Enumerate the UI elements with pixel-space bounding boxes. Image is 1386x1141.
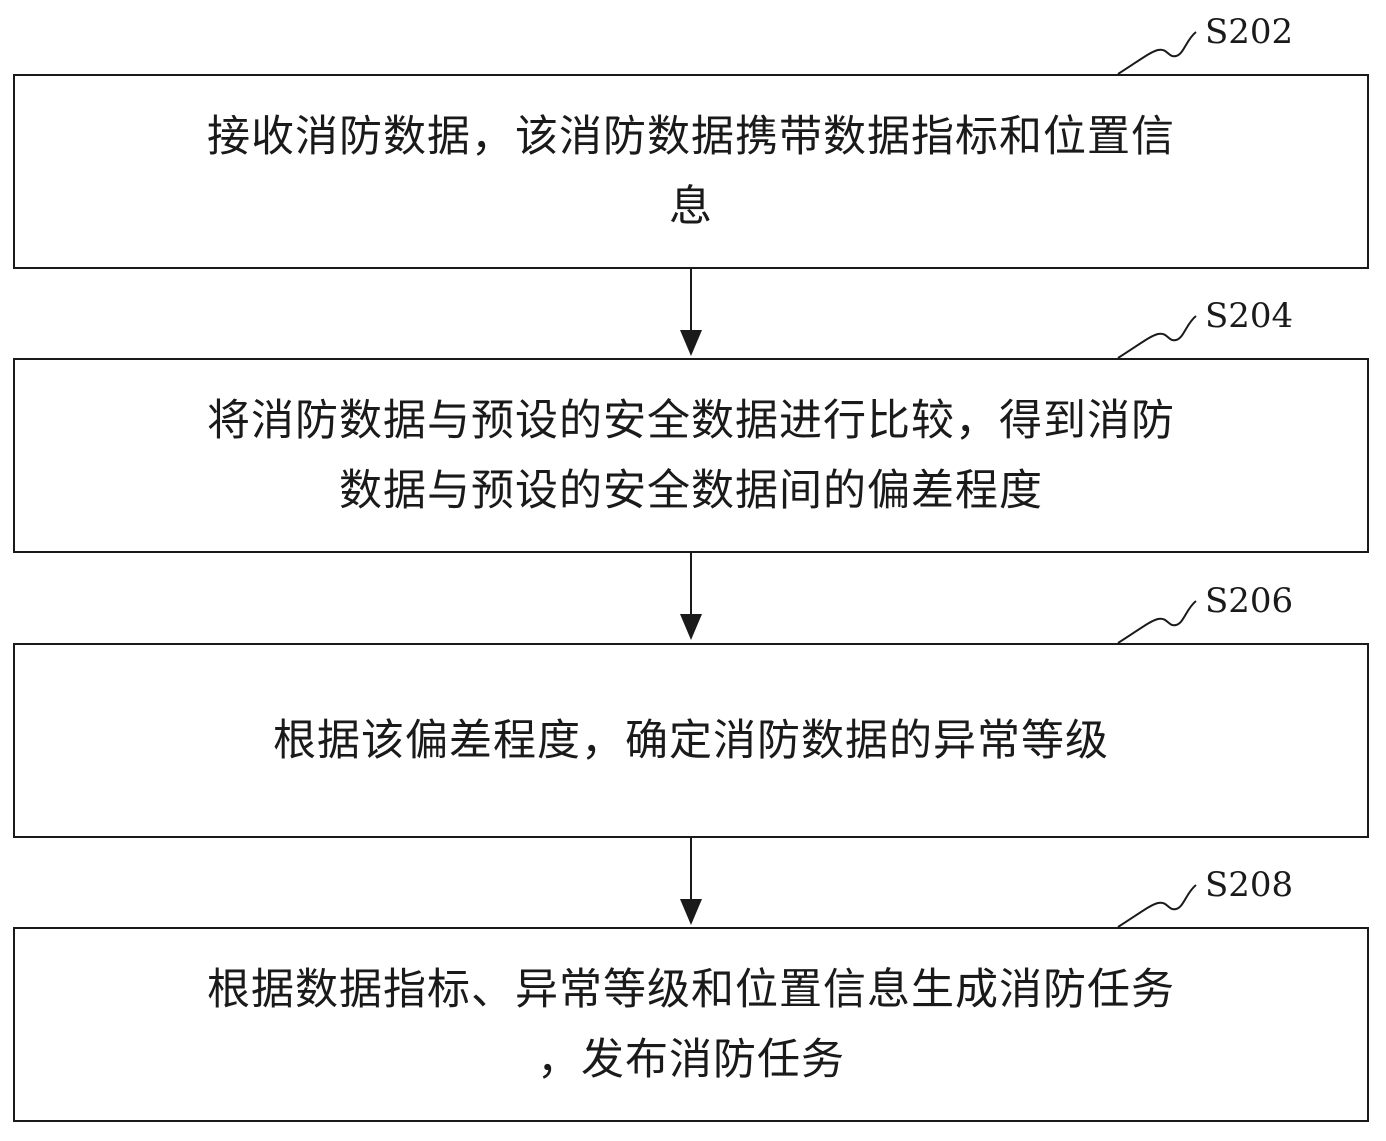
step-text-s202: 接收消防数据，该消防数据携带数据指标和位置信 息 xyxy=(207,111,1175,232)
leader-line-s208 xyxy=(1117,884,1197,928)
step-label-s206: S206 xyxy=(1205,581,1294,621)
step-text-s204: 将消防数据与预设的安全数据进行比较，得到消防 数据与预设的安全数据间的偏差程度 xyxy=(207,395,1175,516)
arrow-s202-to-s204 xyxy=(680,269,702,356)
step-box-s204: 将消防数据与预设的安全数据进行比较，得到消防 数据与预设的安全数据间的偏差程度 xyxy=(13,358,1369,553)
leader-line-s202 xyxy=(1117,31,1197,75)
arrow-s206-to-s208 xyxy=(680,838,702,925)
arrow-s204-to-s206 xyxy=(680,553,702,640)
step-text-s208: 根据数据指标、异常等级和位置信息生成消防任务 ，发布消防任务 xyxy=(207,964,1175,1085)
step-label-s204: S204 xyxy=(1205,296,1294,336)
step-box-s206: 根据该偏差程度，确定消防数据的异常等级 xyxy=(13,643,1369,838)
step-label-s208: S208 xyxy=(1205,865,1294,905)
step-label-s202: S202 xyxy=(1205,12,1294,52)
leader-line-s206 xyxy=(1117,600,1197,644)
step-box-s208: 根据数据指标、异常等级和位置信息生成消防任务 ，发布消防任务 xyxy=(13,927,1369,1122)
leader-line-s204 xyxy=(1117,315,1197,359)
step-box-s202: 接收消防数据，该消防数据携带数据指标和位置信 息 xyxy=(13,74,1369,269)
step-text-s206: 根据该偏差程度，确定消防数据的异常等级 xyxy=(273,715,1109,766)
